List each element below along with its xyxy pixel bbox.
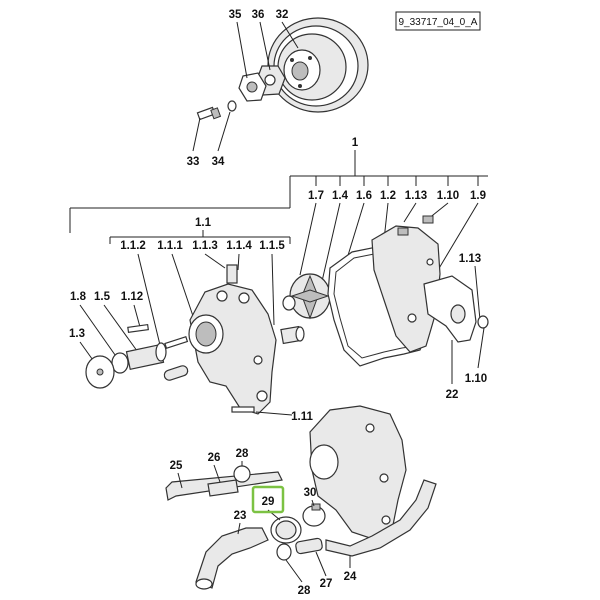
- callout-1: 1: [352, 137, 359, 149]
- callout-32: 32: [276, 9, 289, 21]
- callout-29-highlight[interactable]: [251, 485, 285, 514]
- callout-1-4: 1.4: [332, 190, 349, 202]
- callout-28-top: 28: [236, 448, 249, 460]
- small-bolt-1-12: [127, 323, 149, 334]
- drive-pin: [164, 335, 189, 350]
- callout-1-13-right: 1.13: [459, 253, 481, 265]
- outlet-flange-22: [423, 275, 477, 343]
- washer-1-10: [477, 315, 489, 329]
- impeller: [282, 273, 331, 320]
- callout-23: 23: [234, 510, 247, 522]
- callout-1-3: 1.3: [69, 328, 85, 340]
- callout-1-6: 1.6: [356, 190, 372, 202]
- callout-1-1: 1.1: [195, 217, 212, 229]
- callout-27: 27: [320, 578, 333, 590]
- drawing-code-label: 9_33717_04_0_A: [395, 11, 481, 31]
- small-screw-1-13: [397, 215, 434, 236]
- pipe-24: [325, 479, 437, 557]
- fitting-27: [295, 537, 323, 555]
- callout-1-10-bottom: 1.10: [465, 373, 487, 385]
- callout-30: 30: [304, 487, 317, 499]
- callout-1-12: 1.12: [121, 291, 143, 303]
- callout-1-5: 1.5: [94, 291, 111, 303]
- callout-1-2: 1.2: [380, 190, 396, 202]
- clamp-30: [302, 503, 326, 527]
- callout-1-13-top: 1.13: [405, 190, 427, 202]
- shaft-sleeve: [125, 342, 167, 371]
- clamp-29: [270, 516, 302, 544]
- hose-26: [207, 479, 239, 497]
- back-plate: [371, 225, 441, 353]
- callout-24: 24: [344, 571, 357, 583]
- bolt-1-11: [231, 406, 255, 413]
- clamp-28-bottom: [276, 543, 292, 561]
- callout-1-1-3: 1.1.3: [192, 240, 218, 252]
- hose-stub-small: [163, 365, 189, 381]
- callout-33: 33: [187, 156, 200, 168]
- bearing-1-1-5: [280, 325, 305, 345]
- callout-26: 26: [208, 452, 221, 464]
- flange-plate: [238, 72, 267, 102]
- bolt-33: [196, 106, 222, 121]
- callout-1-9: 1.9: [470, 190, 486, 202]
- callout-1-10-top: 1.10: [437, 190, 459, 202]
- hose-23: [195, 527, 269, 590]
- callout-36: 36: [252, 9, 265, 21]
- callout-1-7: 1.7: [308, 190, 324, 202]
- callout-25: 25: [170, 460, 183, 472]
- callout-35: 35: [229, 9, 242, 21]
- cover-plate: [85, 355, 115, 389]
- washer-34: [227, 100, 237, 112]
- callout-34: 34: [212, 156, 225, 168]
- callout-29: 29: [262, 496, 275, 508]
- pump-body-lower: [309, 405, 407, 541]
- callout-1-1-2: 1.1.2: [120, 240, 146, 252]
- callout-1-11: 1.11: [291, 411, 313, 423]
- pump-outlet-stub: [226, 264, 238, 284]
- drawing-code-text: 9_33717_04_0_A: [399, 17, 478, 28]
- clamp-28-top: [233, 465, 251, 483]
- callout-1-1-4: 1.1.4: [226, 240, 252, 252]
- pump-housing: [188, 283, 277, 415]
- callout-1-1-1: 1.1.1: [157, 240, 183, 252]
- pulley: [267, 17, 369, 113]
- callout-22: 22: [446, 389, 459, 401]
- callout-1-8: 1.8: [70, 291, 87, 303]
- callout-1-1-5: 1.1.5: [259, 240, 285, 252]
- callout-28-bottom: 28: [298, 585, 311, 597]
